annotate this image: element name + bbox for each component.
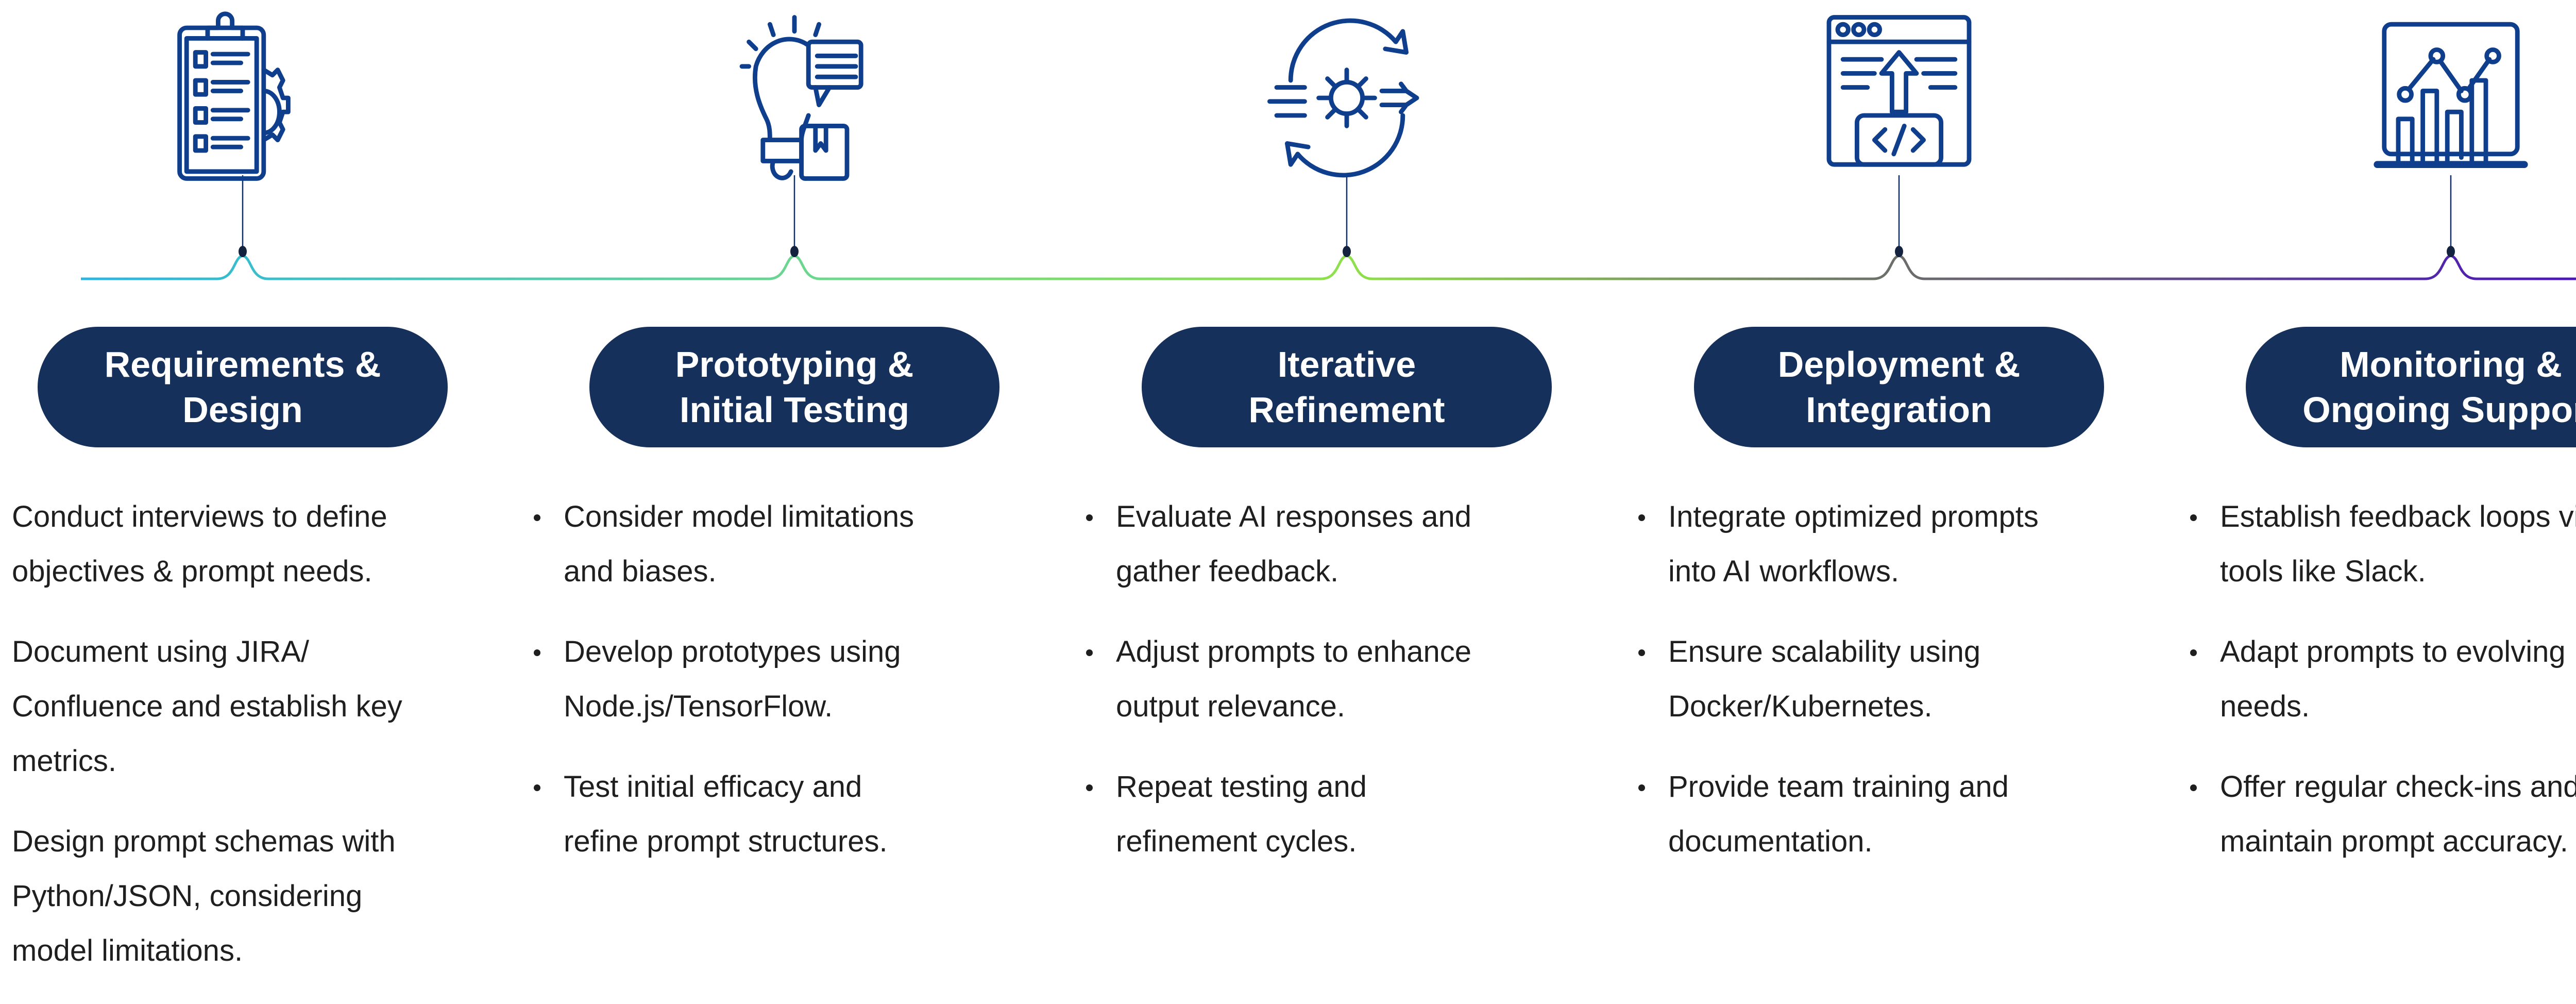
bullet-text-line: Conduct interviews to define (12, 500, 387, 533)
bullet-text-line: needs. (2220, 690, 2310, 723)
bullet-list: Conduct interviews to define objectives &… (0, 490, 516, 1004)
bullet-text-line: tools like Slack. (2220, 555, 2426, 588)
bullet-text-line: output relevance. (1116, 690, 1345, 723)
bullet-item: Evaluate AI responses and gather feedback… (1084, 490, 1620, 599)
timeline-dot (790, 246, 799, 257)
bullet-list: Consider model limitations and biases. Dev… (532, 490, 1067, 895)
bullet-text-line: refinement cycles. (1116, 825, 1357, 858)
stage-title-line: Monitoring & (2340, 344, 2562, 384)
bullet-text-line: Test initial efficacy and (564, 770, 862, 804)
timeline-dot (239, 246, 247, 257)
bullet-text-line: Repeat testing and (1116, 770, 1367, 804)
monitor-chart-icon (2363, 10, 2538, 186)
bullet-text-line: Docker/Kubernetes. (1668, 690, 1933, 723)
bullet-text-line: Adapt prompts to evolving (2220, 635, 2566, 668)
bullet-text-line: Adjust prompts to enhance (1116, 635, 1471, 668)
stage-title: Requirements & Design (38, 327, 448, 447)
bullet-text-line: maintain prompt accuracy. (2220, 825, 2568, 858)
stage-title-line: Iterative (1277, 344, 1416, 384)
bullet-text-line: documentation. (1668, 825, 1873, 858)
stage-title-line: Prototyping & (675, 344, 914, 384)
bullet-text-line: Develop prototypes using (564, 635, 901, 668)
bullet-list: Integrate optimized prompts into AI workf… (1636, 490, 2172, 895)
stage-title-line: Design (182, 390, 303, 430)
bullet-text-line: and biases. (564, 555, 717, 588)
gear-cycle-icon (1259, 10, 1434, 186)
stage-title-line: Integration (1806, 390, 1992, 430)
bullet-item: Adjust prompts to enhance output relevanc… (1084, 625, 1620, 734)
bullet-text-line: Evaluate AI responses and (1116, 500, 1472, 533)
bullet-item: Conduct interviews to define objectives &… (0, 490, 516, 599)
bullet-list: Evaluate AI responses and gather feedback… (1084, 490, 1620, 895)
bullet-text-line: Node.js/TensorFlow. (564, 690, 833, 723)
bullet-item: Repeat testing and refinement cycles. (1084, 760, 1620, 869)
bullet-text-line: Python/JSON, considering (12, 879, 363, 913)
bullet-text-line: Design prompt schemas with (12, 825, 396, 858)
stage-title: Prototyping & Initial Testing (589, 327, 999, 447)
bullet-text-line: refine prompt structures. (564, 825, 888, 858)
bullet-item: Offer regular check-ins and maintain prom… (2188, 760, 2576, 869)
bullet-text-line: Offer regular check-ins and (2220, 770, 2576, 804)
bullet-text-line: Consider model limitations (564, 500, 914, 533)
bullet-text-line: Document using JIRA/ (12, 635, 310, 668)
bullet-text-line: objectives & prompt needs. (12, 555, 372, 588)
bullet-text-line: model limitations. (12, 934, 243, 967)
bullet-item: Adapt prompts to evolving needs. (2188, 625, 2576, 734)
bullet-text-line: Integrate optimized prompts (1668, 500, 2039, 533)
stage-title-line: Refinement (1248, 390, 1445, 430)
browser-upload-code-icon (1811, 10, 1987, 186)
bullet-text-line: Confluence and establish key (12, 690, 402, 723)
bullet-text-line: Ensure scalability using (1668, 635, 1981, 668)
stage-title-line: Initial Testing (680, 390, 909, 430)
bullet-item: Test initial efficacy and refine prompt s… (532, 760, 1067, 869)
timeline-dot (2447, 246, 2455, 257)
bullet-item: Integrate optimized prompts into AI workf… (1636, 490, 2172, 599)
stage-title-line: Requirements & (104, 344, 381, 384)
bullet-item: Document using JIRA/Confluence and estab… (0, 625, 516, 789)
bullet-text-line: Establish feedback loops via (2220, 500, 2576, 533)
stage-title: Monitoring & Ongoing Support (2246, 327, 2576, 447)
stage-title-line: Deployment & (1777, 344, 2021, 384)
bullet-list: Establish feedback loops via tools like S… (2188, 490, 2576, 895)
bullet-text-line: metrics. (12, 744, 116, 778)
timeline-dot (1895, 246, 1903, 257)
bullet-text-line: into AI workflows. (1668, 555, 1900, 588)
stage-title: Deployment & Integration (1694, 327, 2104, 447)
lightbulb-chat-box-icon (707, 10, 882, 186)
bullet-text-line: gather feedback. (1116, 555, 1339, 588)
bullet-item: Provide team training and documentation. (1636, 760, 2172, 869)
bullet-item: Consider model limitations and biases. (532, 490, 1067, 599)
timeline-dot (1343, 246, 1351, 257)
bullet-item: Establish feedback loops via tools like S… (2188, 490, 2576, 599)
stage-title-line: Ongoing Support (2302, 390, 2576, 430)
clipboard-gear-icon (155, 10, 330, 186)
bullet-text-line: Provide team training and (1668, 770, 2009, 804)
